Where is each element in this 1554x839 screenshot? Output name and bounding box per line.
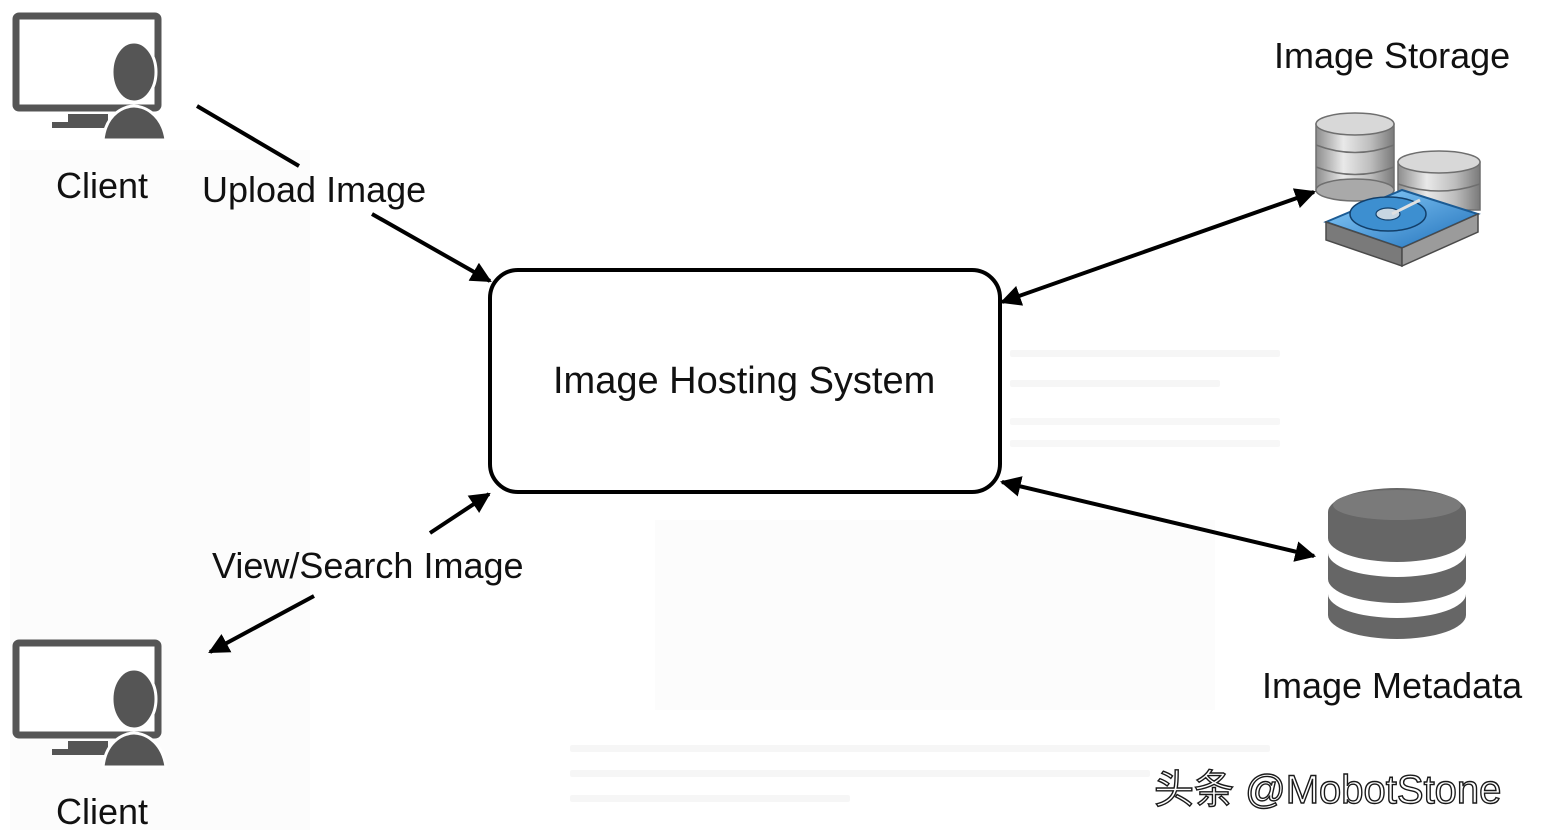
database-cylinder-icon [1328, 488, 1466, 639]
upload-image-label: Upload Image [202, 169, 427, 210]
database-harddisk-icon [1315, 112, 1481, 268]
client-bottom-label: Client [56, 791, 149, 832]
watermark-text: 头条 @MobotStone [1153, 768, 1502, 812]
background-text-line [570, 745, 1270, 752]
client-computer-icon [12, 12, 168, 142]
client-computer-icon [12, 639, 168, 769]
storage-arrow [1000, 188, 1316, 306]
background-text-line [1010, 440, 1280, 447]
background-text-line [1010, 350, 1280, 357]
background-text-line [1010, 418, 1280, 425]
view-search-arrow [210, 494, 489, 652]
image-metadata-label: Image Metadata [1262, 665, 1523, 706]
background-text-line [1010, 380, 1220, 387]
metadata-arrow [999, 476, 1317, 562]
upload-arrow [195, 104, 490, 281]
view-search-image-label: View/Search Image [212, 545, 524, 586]
background-text-line [570, 770, 1150, 777]
image-hosting-system-label: Image Hosting System [553, 360, 936, 402]
client-top-label: Client [56, 165, 149, 206]
image-storage-label: Image Storage [1274, 35, 1511, 76]
image-hosting-system-box [488, 268, 1002, 494]
background-text-line [570, 795, 850, 802]
